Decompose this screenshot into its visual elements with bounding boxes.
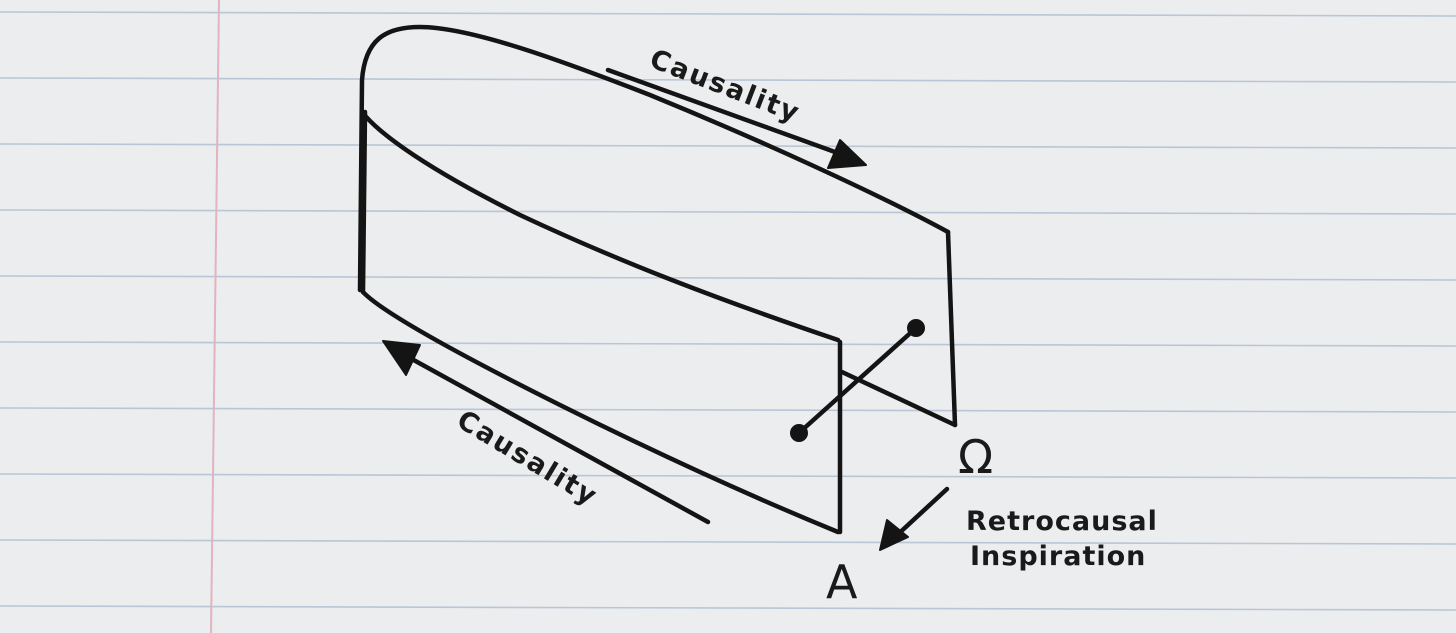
loop-bottom-edge bbox=[360, 289, 841, 535]
causality-bottom-arrow-head bbox=[382, 340, 421, 376]
shortcut-start-dot bbox=[790, 424, 808, 442]
omega-label: Ω bbox=[958, 430, 993, 484]
omega-connector bbox=[839, 369, 958, 428]
ruled-lines bbox=[0, 11, 1456, 611]
rule-line bbox=[0, 539, 1456, 545]
right-panel-edge bbox=[945, 229, 958, 428]
retrocausal-arrow-head bbox=[879, 519, 909, 551]
rule-line bbox=[0, 11, 1456, 17]
causality-top-arrow-head bbox=[827, 139, 867, 169]
loop-left-edge bbox=[360, 109, 368, 295]
rule-line bbox=[0, 341, 1456, 347]
causality-top-arrow-shaft bbox=[605, 67, 838, 155]
shortcut-end-dot bbox=[907, 319, 925, 337]
rule-line bbox=[0, 209, 1456, 215]
loop-inner-edge bbox=[359, 109, 841, 343]
rule-line bbox=[0, 473, 1456, 479]
shortcut-line bbox=[797, 325, 919, 435]
causality-top-label: Causality bbox=[645, 44, 804, 130]
rule-line bbox=[0, 143, 1456, 149]
retrocausal-label-line1: Retrocausal bbox=[966, 506, 1158, 537]
rule-line bbox=[0, 407, 1456, 413]
margin-line bbox=[210, 0, 220, 633]
retrocausal-arrow-shaft bbox=[892, 486, 950, 540]
rule-line bbox=[0, 275, 1456, 281]
rule-line bbox=[0, 605, 1456, 611]
loop-top-edge bbox=[357, 24, 951, 293]
alpha-label: A bbox=[826, 555, 858, 609]
retrocausal-label-line2: Inspiration bbox=[970, 541, 1146, 572]
rule-line bbox=[0, 77, 1456, 83]
causality-bottom-arrow-shaft bbox=[407, 355, 711, 525]
